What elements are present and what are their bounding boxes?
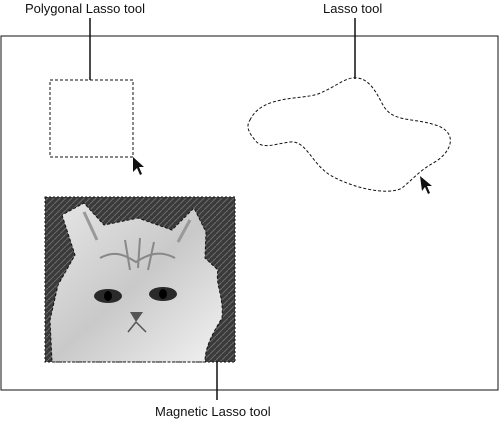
arrow-cursor-icon (420, 176, 432, 194)
magnetic-lasso-label: Magnetic Lasso tool (155, 404, 271, 419)
cat-photo (44, 196, 236, 363)
polygonal-lasso-label: Polygonal Lasso tool (25, 1, 145, 16)
lasso-selection (247, 77, 451, 192)
lasso-label: Lasso tool (323, 1, 383, 16)
polygonal-lasso-selection (49, 79, 134, 158)
arrow-cursor-icon (133, 157, 144, 175)
